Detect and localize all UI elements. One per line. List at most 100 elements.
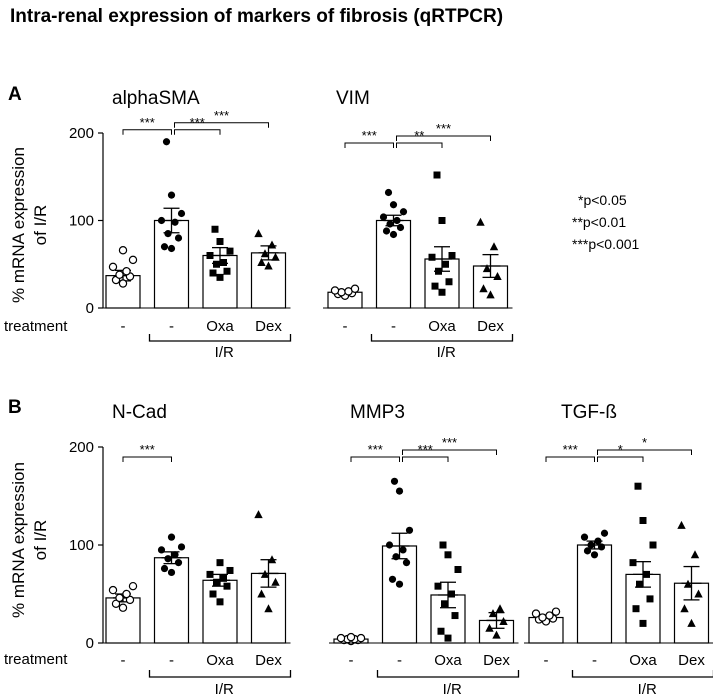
x-category-label: Oxa xyxy=(434,652,462,669)
data-point xyxy=(108,262,118,272)
y-axis-label-line2: of I/R xyxy=(31,520,50,561)
data-point xyxy=(177,209,186,218)
data-point xyxy=(495,604,505,613)
chart-title: MMP3 xyxy=(350,402,405,423)
data-point xyxy=(220,574,227,582)
x-category-label: Dex xyxy=(483,652,510,669)
x-category-label: - xyxy=(169,652,174,669)
bar xyxy=(472,265,509,309)
data-point xyxy=(399,546,407,554)
data-point xyxy=(499,616,508,625)
data-point xyxy=(162,138,171,146)
data-point xyxy=(632,605,640,613)
treatment-label-b: treatment xyxy=(4,651,68,668)
x-category-label: Oxa xyxy=(629,652,657,669)
data-point xyxy=(600,529,609,537)
data-point xyxy=(444,551,452,559)
data-point xyxy=(531,609,541,618)
treatment-label-a: treatment xyxy=(4,318,68,335)
data-point xyxy=(694,589,703,598)
data-point xyxy=(551,607,561,616)
data-point xyxy=(594,537,602,545)
data-point xyxy=(545,611,554,620)
data-point xyxy=(223,582,231,590)
y-tick-label: 0 xyxy=(86,635,94,652)
figure-title: Intra-renal expression of markers of fib… xyxy=(10,6,503,27)
data-point xyxy=(493,272,502,280)
legend-p0001: ***p<0.001 xyxy=(572,236,640,252)
significance-bracket xyxy=(545,456,595,462)
significance-bracket xyxy=(396,142,443,148)
legend-p005: *p<0.05 xyxy=(578,192,627,208)
x-category-label: - xyxy=(349,652,354,669)
data-point xyxy=(206,570,214,578)
y-axis-label-line1: % mRNA expression xyxy=(9,462,28,618)
data-point xyxy=(649,541,657,549)
data-point xyxy=(587,541,595,549)
data-point xyxy=(444,634,452,642)
data-point xyxy=(629,559,637,567)
data-point xyxy=(476,217,485,226)
significance-bracket xyxy=(344,142,394,148)
data-point xyxy=(220,259,227,266)
data-point xyxy=(160,243,169,251)
significance-bracket xyxy=(597,456,644,462)
data-point xyxy=(687,618,696,627)
data-point xyxy=(454,566,462,573)
y-tick-label: 200 xyxy=(69,125,94,142)
data-point xyxy=(389,201,398,209)
data-point xyxy=(160,564,169,573)
data-point xyxy=(395,580,404,588)
significance-bracket xyxy=(597,449,692,455)
y-axis-label-line1: % mRNA expression xyxy=(9,147,28,303)
y-axis-label-b: % mRNA expression of I/R xyxy=(9,462,50,618)
data-point xyxy=(216,273,224,281)
data-point xyxy=(437,627,445,635)
data-point xyxy=(122,267,131,276)
x-category-label: Oxa xyxy=(206,652,234,669)
chart-title: TGF-ß xyxy=(561,402,617,423)
data-point xyxy=(346,632,356,642)
data-point xyxy=(164,230,172,238)
x-category-label: Dex xyxy=(477,318,504,335)
data-point xyxy=(590,551,599,559)
data-point xyxy=(379,213,388,221)
data-point xyxy=(388,575,397,583)
data-point xyxy=(485,623,494,632)
data-point xyxy=(639,619,647,627)
data-point xyxy=(580,533,589,541)
data-point xyxy=(171,218,179,226)
data-point xyxy=(254,510,263,519)
chart-title: VIM xyxy=(336,88,370,109)
data-point xyxy=(330,286,340,295)
group-bracket xyxy=(376,670,520,678)
data-point xyxy=(216,238,224,245)
data-point xyxy=(489,242,499,251)
data-point xyxy=(213,260,220,268)
significance-bracket xyxy=(402,449,497,455)
group-label: I/R xyxy=(443,681,462,696)
data-point xyxy=(122,589,131,599)
significance-bracket xyxy=(122,129,172,135)
significance-bracket xyxy=(402,456,449,462)
data-point xyxy=(206,252,214,259)
significance-label: *** xyxy=(442,435,457,450)
data-point xyxy=(435,267,442,275)
data-point xyxy=(260,249,270,258)
data-point xyxy=(399,208,408,216)
panel-a-label: A xyxy=(8,84,22,105)
data-point xyxy=(393,216,401,225)
group-label: I/R xyxy=(638,681,657,696)
data-point xyxy=(690,550,700,559)
significance-bracket xyxy=(174,122,269,128)
data-point xyxy=(118,603,128,612)
data-point xyxy=(226,247,234,255)
data-point xyxy=(264,261,273,270)
data-point xyxy=(336,633,346,643)
data-point xyxy=(164,555,172,563)
